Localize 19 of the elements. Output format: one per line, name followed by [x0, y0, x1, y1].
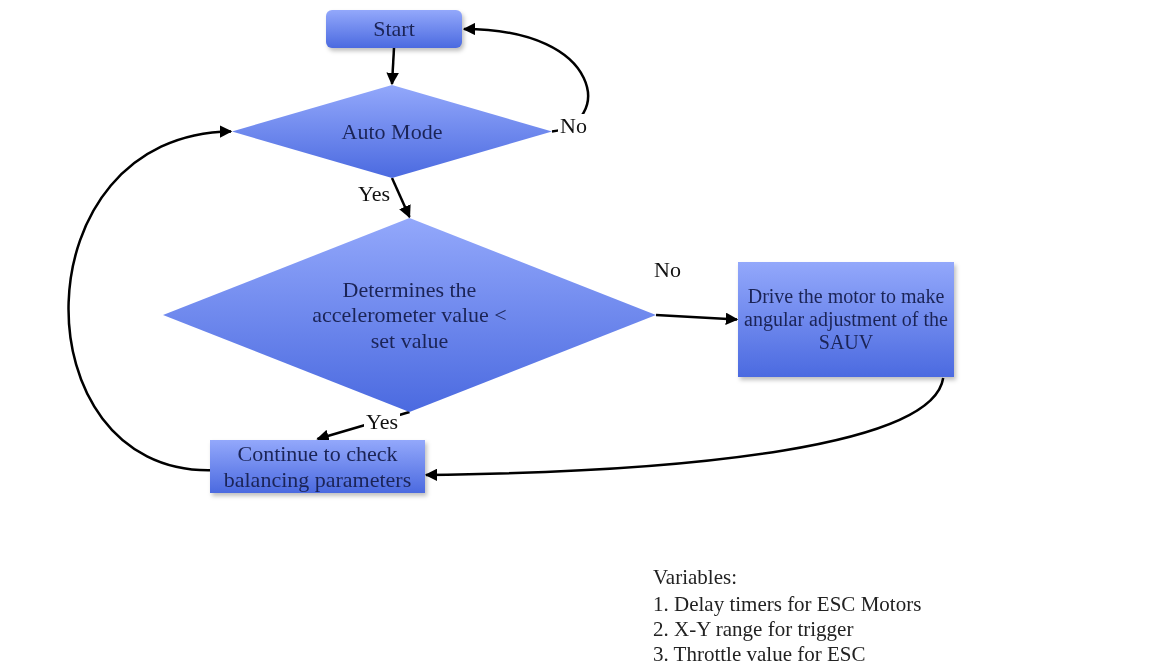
- process-box: [738, 262, 954, 377]
- process-box: [326, 10, 462, 48]
- node-text: Continue to check balancing parameters: [222, 441, 413, 492]
- node-text: Start: [372, 16, 416, 42]
- arrow: [386, 47, 399, 86]
- arrow: [424, 377, 945, 481]
- decision-diamond: [232, 85, 552, 178]
- arrow: [390, 177, 411, 219]
- node-text: Determines the accelerometer value < set value: [311, 277, 508, 353]
- list-item: 1. Delay timers for ESC Motors: [653, 592, 922, 617]
- list-item: 3. Throttle value for ESC: [653, 642, 866, 665]
- arrow: [462, 23, 589, 133]
- decision-diamond: [163, 218, 656, 412]
- arrow: [67, 126, 233, 472]
- node-text: Auto Mode: [340, 118, 444, 145]
- node-text: Drive the motor to make angular adjustment of the SAUV: [743, 285, 949, 354]
- arrow: [655, 312, 739, 326]
- list-item: 2. X-Y range for trigger: [653, 617, 854, 642]
- note-heading: Variables:: [653, 565, 737, 590]
